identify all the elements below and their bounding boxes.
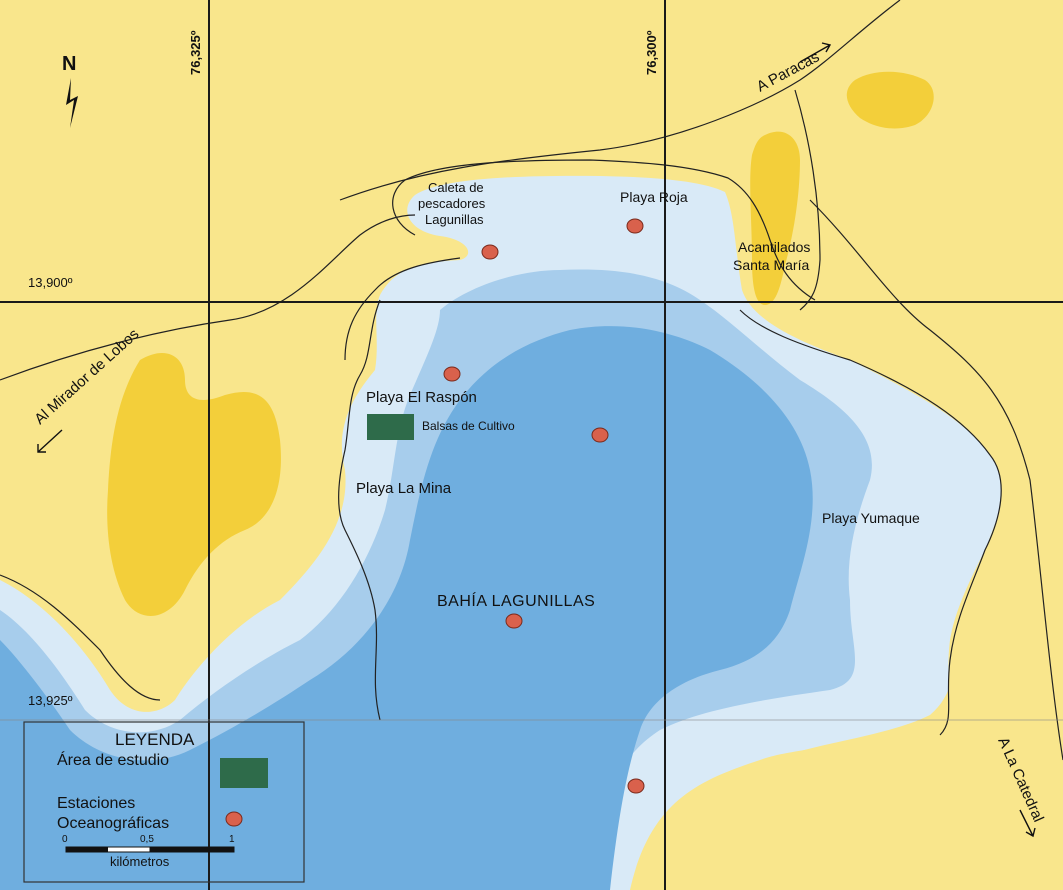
west-coast — [338, 299, 381, 721]
legend-study-area-label: Área de estudio — [57, 750, 169, 769]
west-shore — [0, 574, 161, 701]
legend-study-area-swatch — [220, 758, 268, 788]
legend-stations-label-2: Oceanográficas — [57, 815, 169, 832]
legend: LEYENDA Área de estudio Estaciones Ocean… — [23, 721, 305, 883]
caleta-label-3: Lagunillas — [425, 212, 484, 227]
scale-unit-label: kilómetros — [110, 854, 170, 869]
bahia-label: BAHÍA LAGUNILLAS — [437, 591, 595, 610]
station-marker[interactable] — [627, 778, 645, 794]
road-paracas — [339, 0, 901, 201]
legend-box — [23, 721, 305, 883]
scale-05-label: 0,5 — [140, 834, 154, 845]
stations — [443, 218, 645, 794]
station-marker[interactable] — [443, 366, 461, 382]
legend-station-swatch — [225, 811, 243, 827]
lat-top-label: 13,900º — [28, 275, 73, 290]
station-marker[interactable] — [591, 427, 609, 443]
playa-la-mina-label: Playa La Mina — [356, 480, 452, 497]
acantilados-label-1: Acantilados — [738, 239, 810, 255]
road-catedral — [809, 199, 1063, 761]
scale-1-label: 1 — [229, 834, 235, 845]
southeast-land — [650, 300, 1063, 890]
lon-right-label: 76,300º — [644, 30, 659, 75]
coastlines — [0, 0, 1063, 761]
legend-stations-label-1: Estaciones — [57, 795, 135, 812]
lon-left-label: 76,325º — [188, 30, 203, 75]
road-east — [794, 89, 821, 311]
deep-water — [0, 326, 813, 890]
caleta-label-2: pescadores — [418, 196, 486, 211]
arrow-paracas-icon — [799, 42, 832, 63]
station-marker[interactable] — [481, 244, 499, 260]
dune-santa-maria — [750, 131, 800, 305]
lat-bottom-label: 13,925º — [28, 693, 73, 708]
balsas-label: Balsas de Cultivo — [422, 419, 515, 433]
dune-north-east — [846, 71, 934, 129]
caleta-coast — [344, 257, 461, 361]
road-mirador — [0, 214, 416, 381]
playa-yumaque-label: Playa Yumaque — [822, 510, 920, 526]
playa-roja-label: Playa Roja — [620, 189, 688, 205]
playa-el-raspon-label: Playa El Raspón — [366, 389, 477, 406]
east-coast — [739, 309, 1002, 736]
station-marker[interactable] — [626, 218, 644, 234]
legend-title: LEYENDA — [115, 730, 195, 749]
north-letter: N — [62, 53, 76, 75]
caleta-label-1: Caleta de — [428, 180, 484, 195]
acantilados-label-2: Santa María — [733, 257, 809, 273]
north-land — [0, 0, 1063, 300]
study-area-marker[interactable] — [367, 414, 414, 440]
scale-bar — [65, 846, 235, 853]
scale-0-label: 0 — [62, 834, 68, 845]
station-marker[interactable] — [505, 613, 523, 629]
dune-west — [107, 352, 281, 617]
arrow-mirador-icon — [37, 429, 63, 453]
north-arrow-icon — [66, 78, 78, 128]
arrow-catedral-icon — [1019, 809, 1036, 838]
